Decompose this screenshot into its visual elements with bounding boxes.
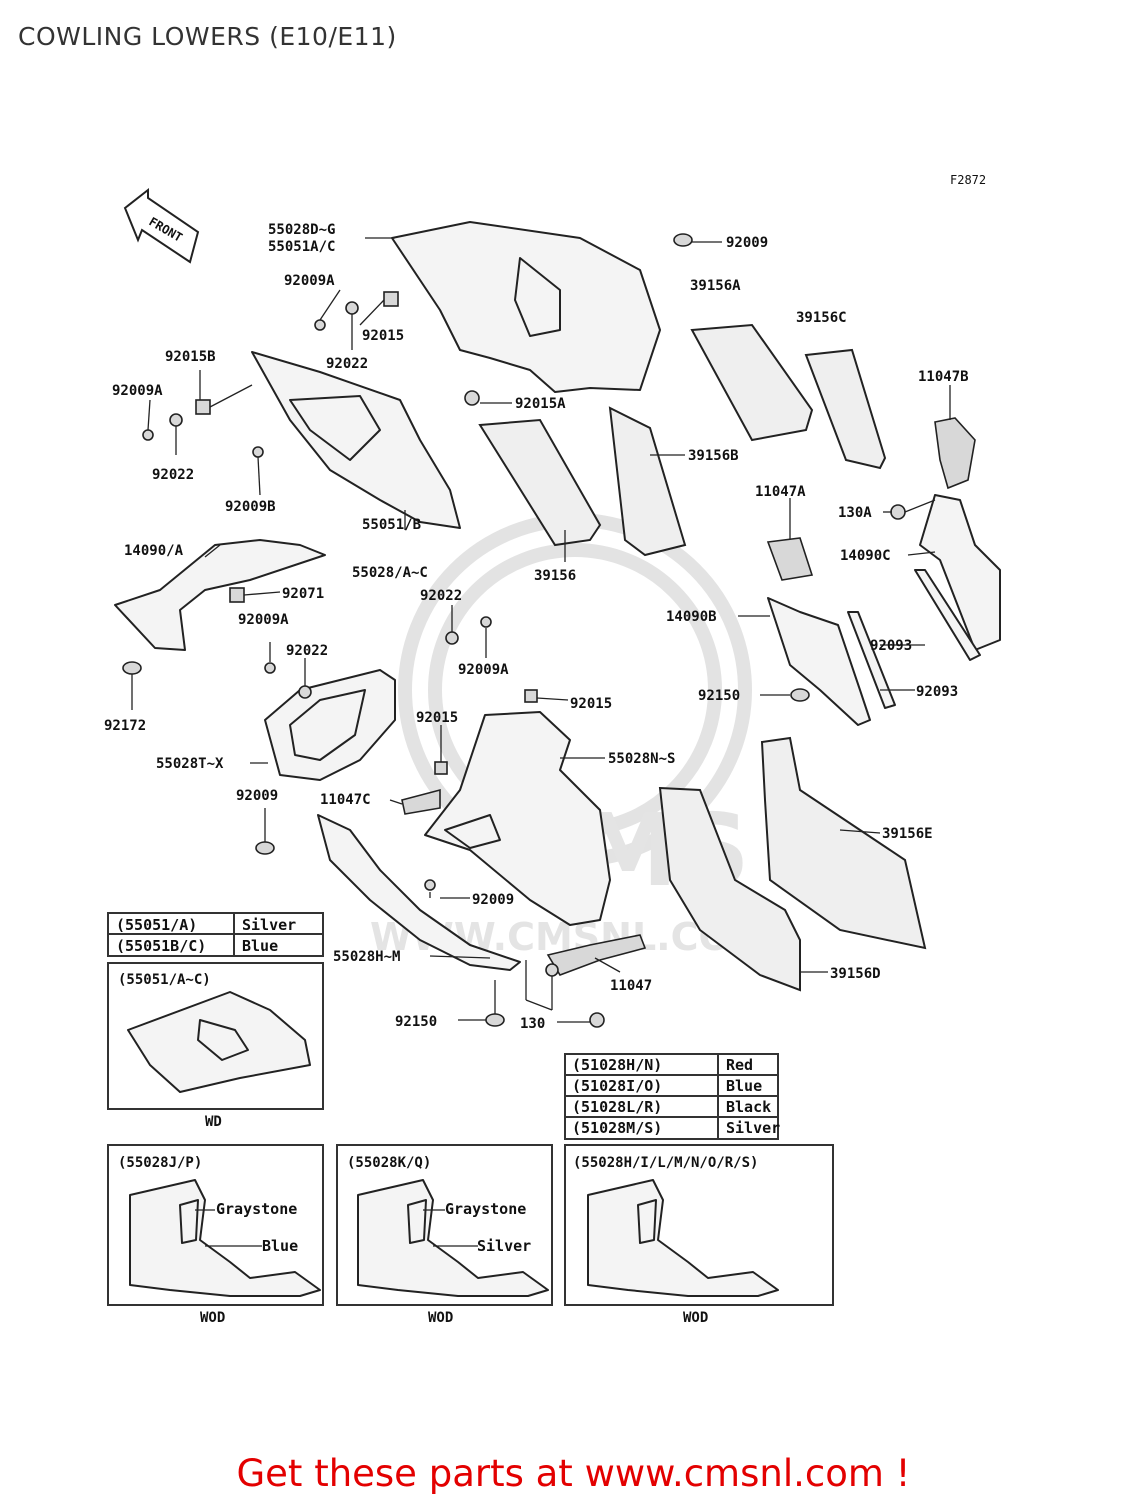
inset-heading: (55051/A~C) [118, 972, 211, 988]
part-label: 92093 [916, 684, 958, 700]
part-label: 39156B [688, 448, 739, 464]
table-cell: Blue [726, 1077, 762, 1095]
table-cell: Red [726, 1056, 753, 1074]
inset-caption: WOD [683, 1310, 708, 1326]
part-label: 92015 [570, 696, 612, 712]
bracket-11047A [766, 537, 814, 581]
leader-lines [131, 237, 951, 1023]
part-label: 92022 [152, 467, 194, 483]
table-cell: Silver [242, 916, 296, 934]
heat-panel-39156B [608, 406, 687, 557]
heat-panel-39156C [804, 348, 887, 470]
part-label: 39156 [534, 568, 576, 584]
part-label: 92150 [395, 1014, 437, 1030]
strip-92093-1 [914, 569, 981, 661]
part-label: 55028T~X [156, 756, 224, 772]
strip-92093-2 [847, 611, 896, 709]
part-label: 55028H~M [333, 949, 400, 965]
part-label: 92009A [238, 612, 289, 628]
part-label: 55051/B [362, 517, 421, 533]
part-label: 92009A [284, 273, 335, 289]
bracket-11047 [546, 934, 647, 976]
color-callout: Graystone [445, 1200, 526, 1218]
part-label: 92009A [112, 383, 163, 399]
part-label: 92015 [362, 328, 404, 344]
part-label: 92093 [870, 638, 912, 654]
bracket-11047C [401, 788, 441, 815]
promo-banner: Get these parts at www.cmsnl.com ! [236, 1452, 911, 1495]
part-label: 92071 [282, 586, 324, 602]
color-callout: Silver [477, 1237, 531, 1255]
part-label: 92150 [698, 688, 740, 704]
table-cell: (55051B/C) [116, 937, 206, 955]
part-label: 92015A [515, 396, 566, 412]
part-label: 92015B [165, 349, 216, 365]
inset-55051: (55051/A~C) WD [107, 962, 324, 1130]
table-cell: (51028M/S) [572, 1119, 662, 1137]
bracket-14090B [767, 597, 871, 726]
part-label: 92015 [416, 710, 458, 726]
inset-caption: WD [205, 1114, 222, 1130]
heat-panel-39156A [690, 323, 814, 442]
inset-heading: (55028H/I/L/M/N/O/R/S) [573, 1155, 758, 1171]
inset-55028JP: (55028J/P) Graystone Blue WOD [107, 1144, 324, 1326]
table-cell: Blue [242, 937, 278, 955]
page-title: COWLING LOWERS (E10/E11) [18, 22, 397, 51]
part-label: 55028/A~C [352, 565, 428, 581]
heat-panel-39156 [478, 418, 602, 547]
inset-55028KQ: (55028K/Q) Graystone Silver WOD [336, 1144, 553, 1326]
table-cell: Silver [726, 1119, 780, 1137]
part-label: 55028N~S [608, 751, 675, 767]
lower-cowl-55028HM [317, 814, 521, 971]
table-cell: (55051/A) [116, 916, 197, 934]
inset-heading: (55028K/Q) [347, 1155, 431, 1171]
side-cover-14090A [114, 539, 326, 651]
part-label: 92172 [104, 718, 146, 734]
inset-caption: WOD [428, 1310, 453, 1326]
part-label: 39156A [690, 278, 741, 294]
part-label: 11047 [610, 978, 652, 994]
part-label: 14090C [840, 548, 891, 564]
part-label: 92009 [472, 892, 514, 908]
heat-panel-39156D [658, 786, 801, 992]
part-label: 39156C [796, 310, 847, 326]
color-callout: Graystone [216, 1200, 297, 1218]
inset-55028HS: (55028H/I/L/M/N/O/R/S) WOD [564, 1144, 834, 1326]
part-label: 92022 [326, 356, 368, 372]
figure-code: F2872 [950, 173, 986, 187]
inset-heading: (55028J/P) [118, 1155, 202, 1171]
part-label: 11047C [320, 792, 371, 808]
lower-cowl-55028NS [424, 711, 611, 926]
part-label: 92009B [225, 499, 276, 515]
bracket-14090C [919, 494, 1001, 651]
part-label: 92022 [420, 588, 462, 604]
part-label: 130A [838, 505, 872, 521]
table-cell: Black [726, 1098, 771, 1116]
front-arrow-icon: FRONT [123, 187, 200, 264]
part-label: 14090/A [124, 543, 184, 559]
table-cell: (51028L/R) [572, 1098, 662, 1116]
table-cell: (51028I/O) [572, 1077, 662, 1095]
inset-caption: WOD [200, 1310, 225, 1326]
part-labels: 55028D~G 55051A/C 92009 92009A 39156A 92… [104, 222, 969, 1032]
part-label: 130 [520, 1016, 545, 1032]
part-label: 11047B [918, 369, 969, 385]
part-label: 39156E [882, 826, 933, 842]
color-table-55051: (55051/A) Silver (55051B/C) Blue [107, 912, 324, 957]
part-label: 92009 [726, 235, 768, 251]
table-cell: (51028H/N) [572, 1056, 662, 1074]
part-label: 92022 [286, 643, 328, 659]
part-label: 55051A/C [268, 239, 335, 255]
color-callout: Blue [262, 1237, 298, 1255]
heat-panel-39156E [760, 736, 927, 950]
part-label: 39156D [830, 966, 881, 982]
part-label: 14090B [666, 609, 717, 625]
part-label: 92009 [236, 788, 278, 804]
part-label: 11047A [755, 484, 806, 500]
part-label: 92009A [458, 662, 509, 678]
bracket-11047B [934, 417, 976, 490]
part-label: 55028D~G [268, 222, 335, 238]
color-table-51028: (51028H/N) Red (51028I/O) Blue (51028L/R… [564, 1053, 780, 1140]
